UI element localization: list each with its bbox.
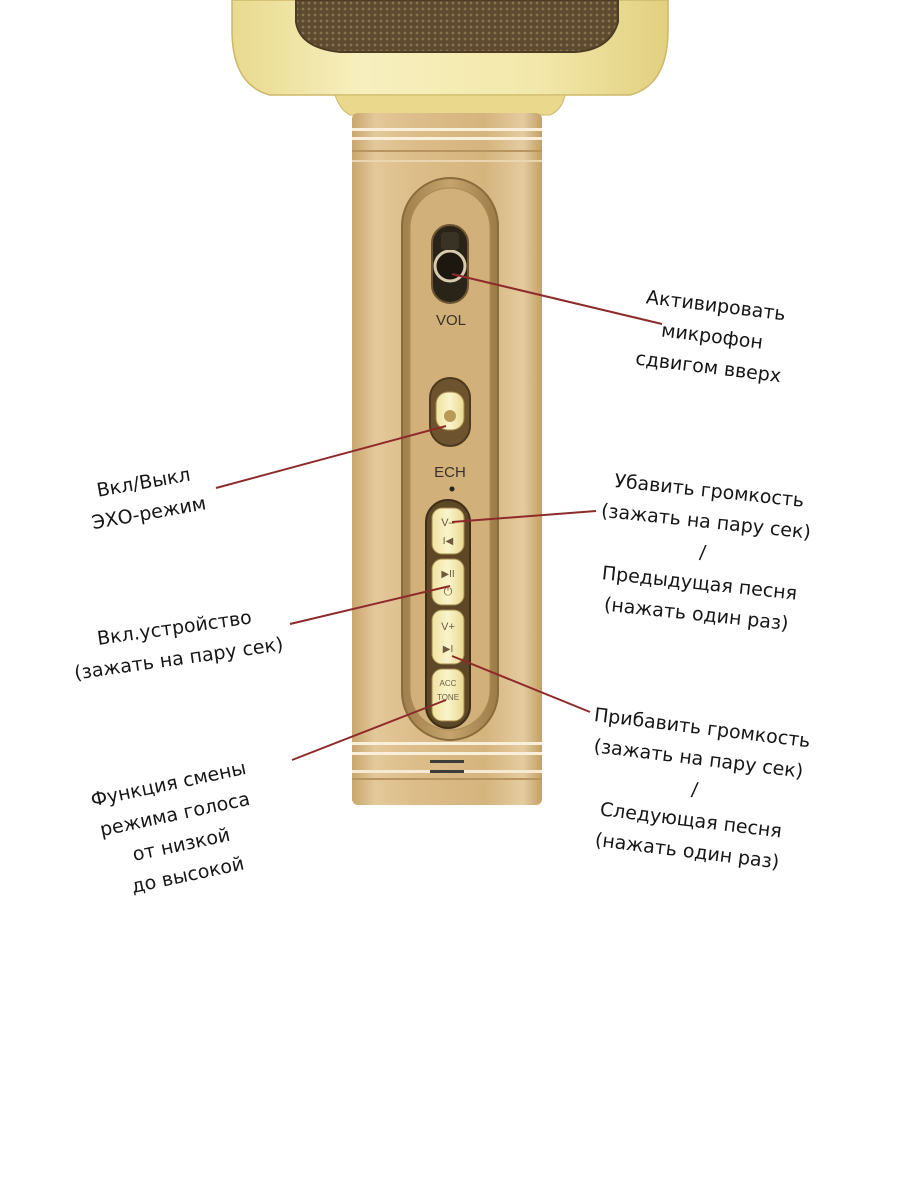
control-panel: VOL ECH V– I◀ ▶II ⏻ V+ ▶I ACC T: [401, 177, 499, 741]
leader-line-voice-mode: [291, 699, 447, 761]
play-power-bottom-label: ⏻: [444, 586, 453, 598]
acc-tone-top-label: ACC: [440, 679, 457, 688]
acc-tone-button[interactable]: ACC TONE: [431, 668, 465, 722]
volume-up-button[interactable]: V+ ▶I: [431, 609, 465, 665]
leader-line-power: [289, 585, 451, 625]
play-power-top-label: ▶II: [441, 569, 454, 580]
ech-label: ECH: [434, 464, 466, 481]
leader-line-echo: [215, 425, 447, 489]
volume-down-top-label: V–: [441, 517, 455, 529]
leader-line-volume-up: [451, 655, 591, 713]
volume-up-bottom-label: ▶I: [443, 644, 453, 655]
indicator-dot: [449, 486, 455, 492]
ech-slider[interactable]: [429, 377, 471, 447]
leader-line-volume-down: [451, 510, 597, 523]
acc-tone-bottom-label: TONE: [437, 693, 459, 702]
volume-up-top-label: V+: [441, 621, 455, 633]
play-power-button[interactable]: ▶II ⏻: [431, 558, 465, 606]
leader-lines: [215, 273, 663, 761]
volume-down-bottom-label: I◀: [443, 536, 454, 547]
vol-label: VOL: [436, 312, 466, 329]
callout-activate-mic: Активировать микрофон сдвигом вверх: [634, 282, 791, 392]
leader-line-activate-mic: [451, 273, 663, 325]
microphone-head: [231, 0, 669, 116]
callout-volume-down: Убавить громкость (зажать на пару сек) /…: [590, 465, 816, 641]
speaker-grille: [295, 0, 619, 53]
volume-down-button[interactable]: V– I◀: [431, 507, 465, 555]
vol-slider[interactable]: [431, 224, 469, 304]
callout-volume-up: Прибавить громкость (зажать на пару сек)…: [577, 700, 812, 880]
